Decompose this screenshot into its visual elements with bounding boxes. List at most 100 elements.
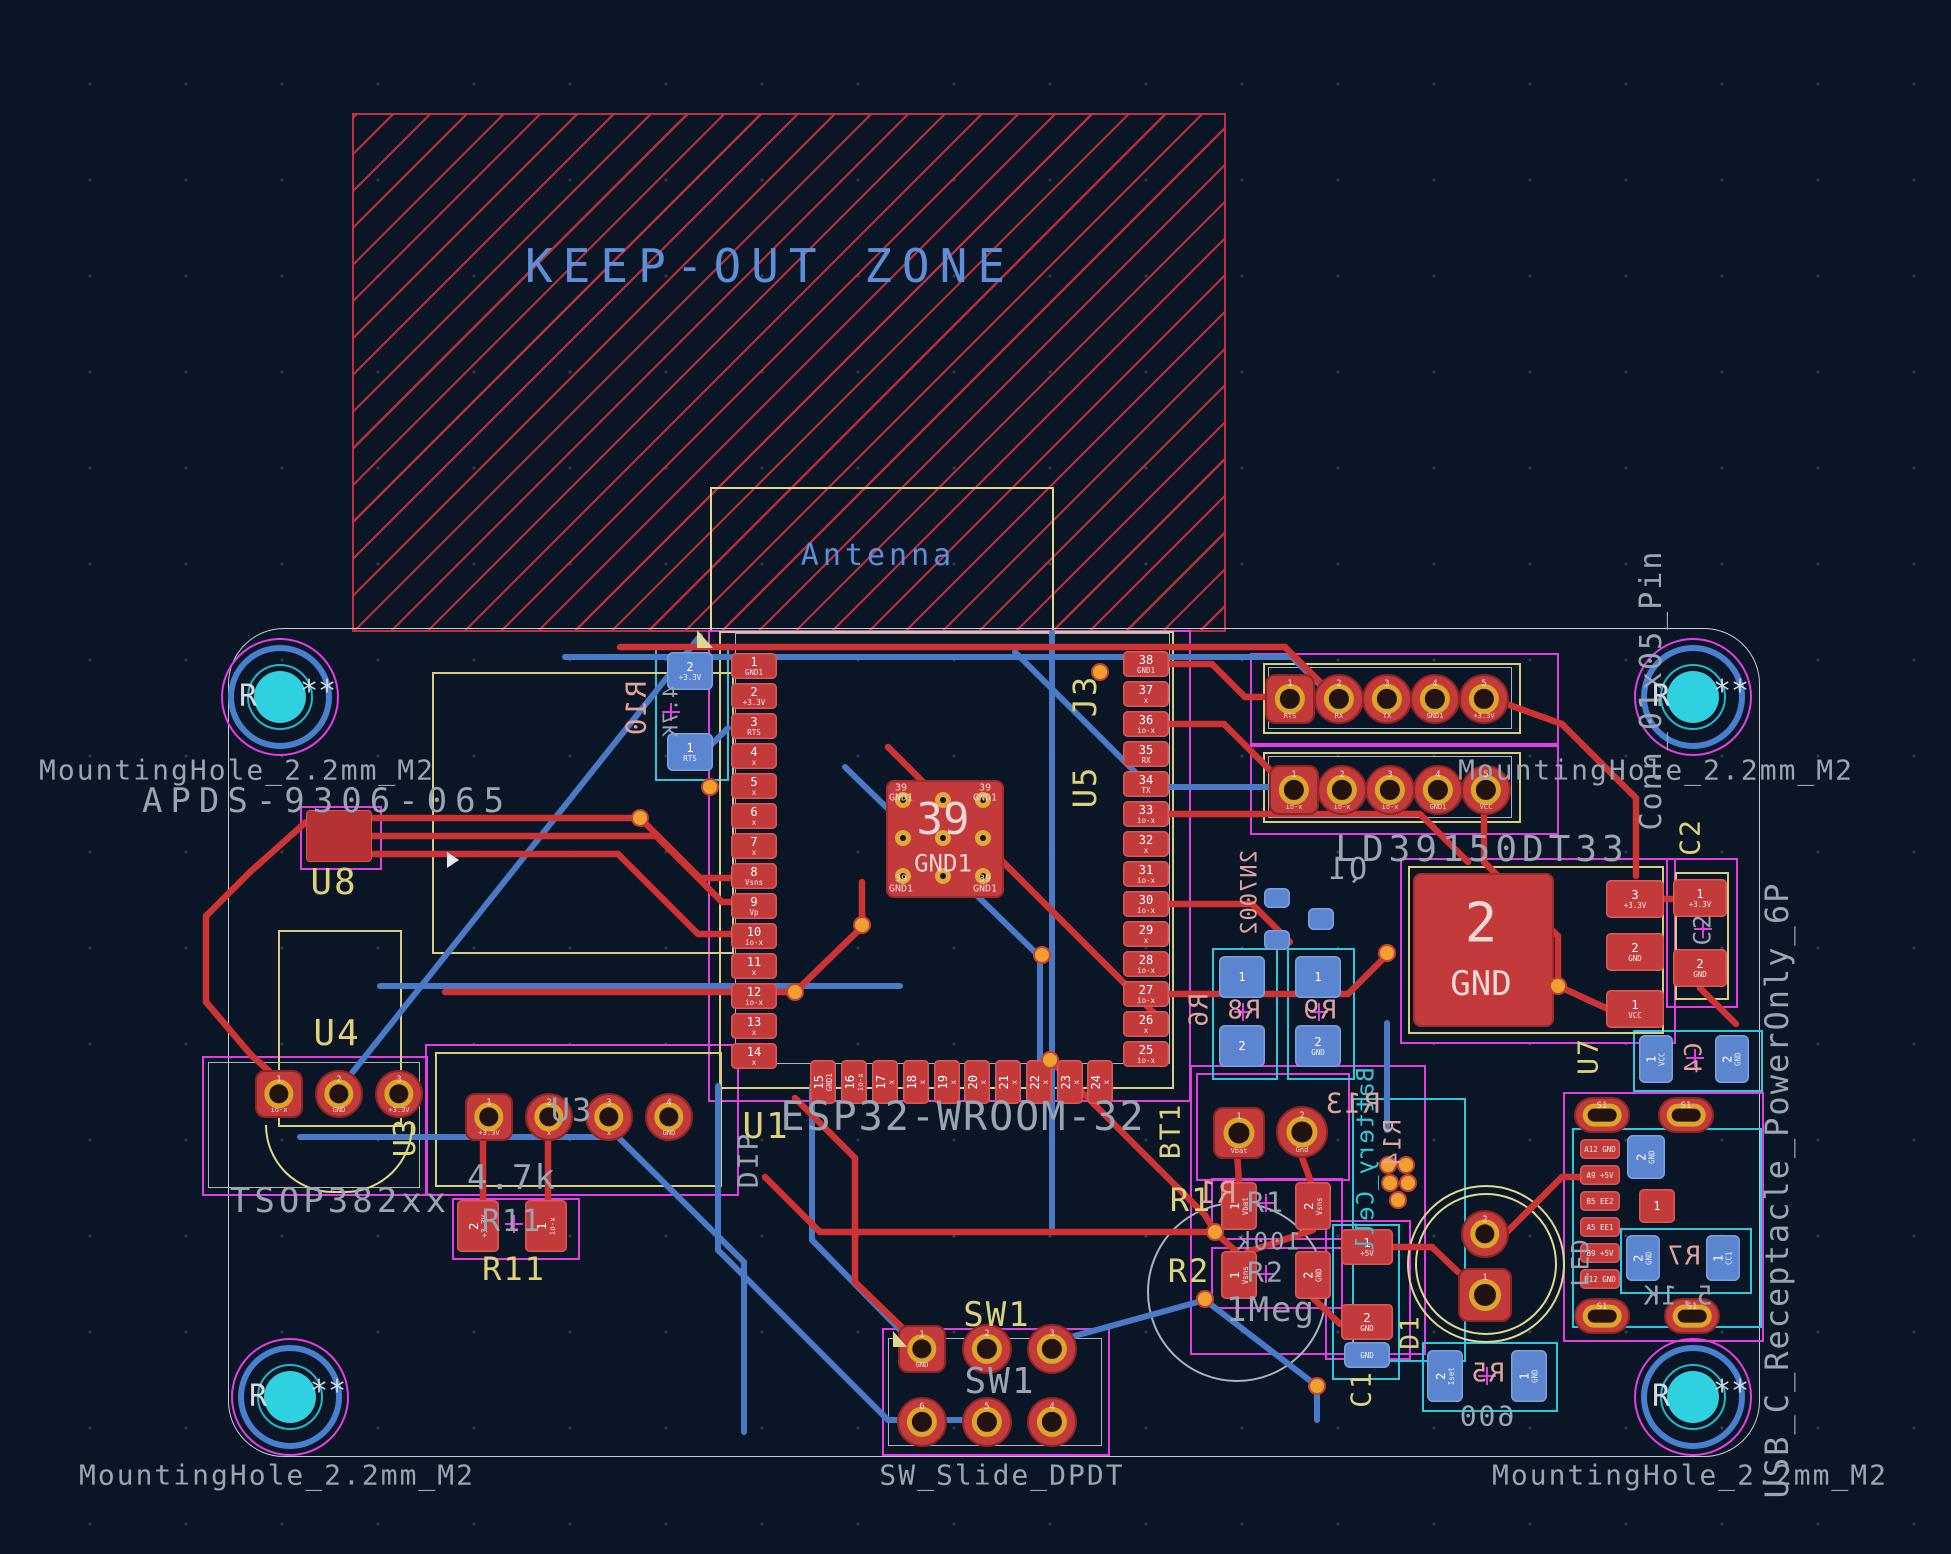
value-sw-slide-dpdt[interactable]: SW_Slide_DPDT <box>879 1458 1125 1492</box>
ref-u1[interactable]: U1 <box>742 1105 790 1147</box>
mounting-hole-ref[interactable]: ** <box>309 1373 347 1409</box>
keepout-zone-label[interactable]: KEEP-OUT ZONE <box>524 239 1016 294</box>
ref-c2[interactable]: C2 <box>1673 818 1707 856</box>
sw1-pad-6[interactable]: 6 <box>897 1397 947 1447</box>
sw1-pad-2[interactable]: 2 <box>962 1324 1012 1374</box>
c2-pad-1[interactable]: 1+3.3V <box>1673 879 1727 917</box>
silk-dip[interactable]: DIP <box>731 1131 765 1189</box>
sw1-pad-3[interactable]: 3 <box>1027 1324 1077 1374</box>
usb-pad-b5[interactable]: B5 EE2 <box>1580 1191 1620 1211</box>
esp32-thermal-tag[interactable]: 39 GND1 <box>888 782 914 803</box>
mounting-hole[interactable] <box>231 1338 349 1456</box>
u8-body[interactable] <box>306 810 372 862</box>
copper-trace[interactable] <box>652 832 726 906</box>
copper-trace[interactable] <box>1243 1226 1317 1256</box>
mounting-hole-label-tr[interactable]: MountingHole_2.2mm_M2 <box>1457 753 1855 787</box>
silk-r1-back[interactable]: R1 <box>1195 1175 1237 1211</box>
thermal-via[interactable] <box>935 792 951 808</box>
ref-u4[interactable]: U4 <box>313 1012 361 1054</box>
silk-r11[interactable]: R11 <box>481 1203 543 1239</box>
copper-trace[interactable] <box>614 850 702 938</box>
usb-pad-a12[interactable]: A12 GND <box>1580 1139 1620 1159</box>
esp32-thermal-tag[interactable]: 39 GND1 <box>888 873 914 894</box>
silk-led[interactable]: LED <box>1566 1237 1595 1287</box>
r10-pad-2[interactable]: 2+3.3V <box>667 652 713 690</box>
d1-pad-1[interactable]: 1 <box>1458 1268 1512 1322</box>
c1-pad-1[interactable]: 1+5V <box>1341 1229 1393 1265</box>
regulator-thermal-name[interactable]: GND <box>1450 963 1512 1004</box>
copper-trace[interactable] <box>1428 1243 1462 1276</box>
copper-trace[interactable] <box>791 923 866 996</box>
silk-r7-back[interactable]: R7 <box>1665 1241 1701 1272</box>
copper-trace[interactable] <box>202 998 256 1060</box>
thermal-via[interactable] <box>935 830 951 846</box>
silk-r13-back[interactable]: R13 <box>1323 1086 1381 1120</box>
copper-trace[interactable] <box>1416 810 1472 866</box>
value-ld39150dt33[interactable]: LD39150DT33 <box>1335 828 1629 870</box>
q1-pad[interactable] <box>1308 908 1334 930</box>
usb-pad-a5[interactable]: A5 EE1 <box>1580 1217 1620 1237</box>
r11-pad-2[interactable]: 2+3.3V <box>457 1200 499 1252</box>
ref-d1[interactable]: D1 <box>1395 1314 1426 1350</box>
silk-r6-back[interactable]: R6 <box>1184 993 1215 1029</box>
ref-u5[interactable]: U5 <box>1065 765 1104 809</box>
usb-shield-pad[interactable]: S1 <box>1658 1097 1714 1133</box>
antenna-zone-label[interactable]: Antenna <box>800 537 956 573</box>
copper-trace[interactable] <box>853 1385 891 1423</box>
thermal-via[interactable] <box>975 830 991 846</box>
mounting-hole[interactable] <box>1634 1338 1752 1456</box>
silk-r9-back[interactable]: R9 <box>1301 995 1337 1026</box>
usb-pad-a9[interactable]: A9 +5V <box>1580 1165 1620 1185</box>
esp32-left-pin-2[interactable]: 2+3.3V <box>731 683 777 709</box>
mounting-hole-ref[interactable]: ** <box>1712 1373 1750 1409</box>
keepout-zone[interactable] <box>352 113 1226 632</box>
mounting-hole-ref[interactable]: ** <box>1712 673 1750 709</box>
copper-trace[interactable] <box>1344 951 1391 998</box>
esp32-thermal-tag[interactable]: 39 GND1 <box>972 873 998 894</box>
silk-q1-back[interactable]: Q1 <box>1326 851 1368 887</box>
mounting-hole-ref[interactable]: R <box>1651 1378 1671 1414</box>
copper-trace[interactable] <box>1202 1297 1320 1389</box>
ref-r11[interactable]: R11 <box>482 1249 546 1288</box>
